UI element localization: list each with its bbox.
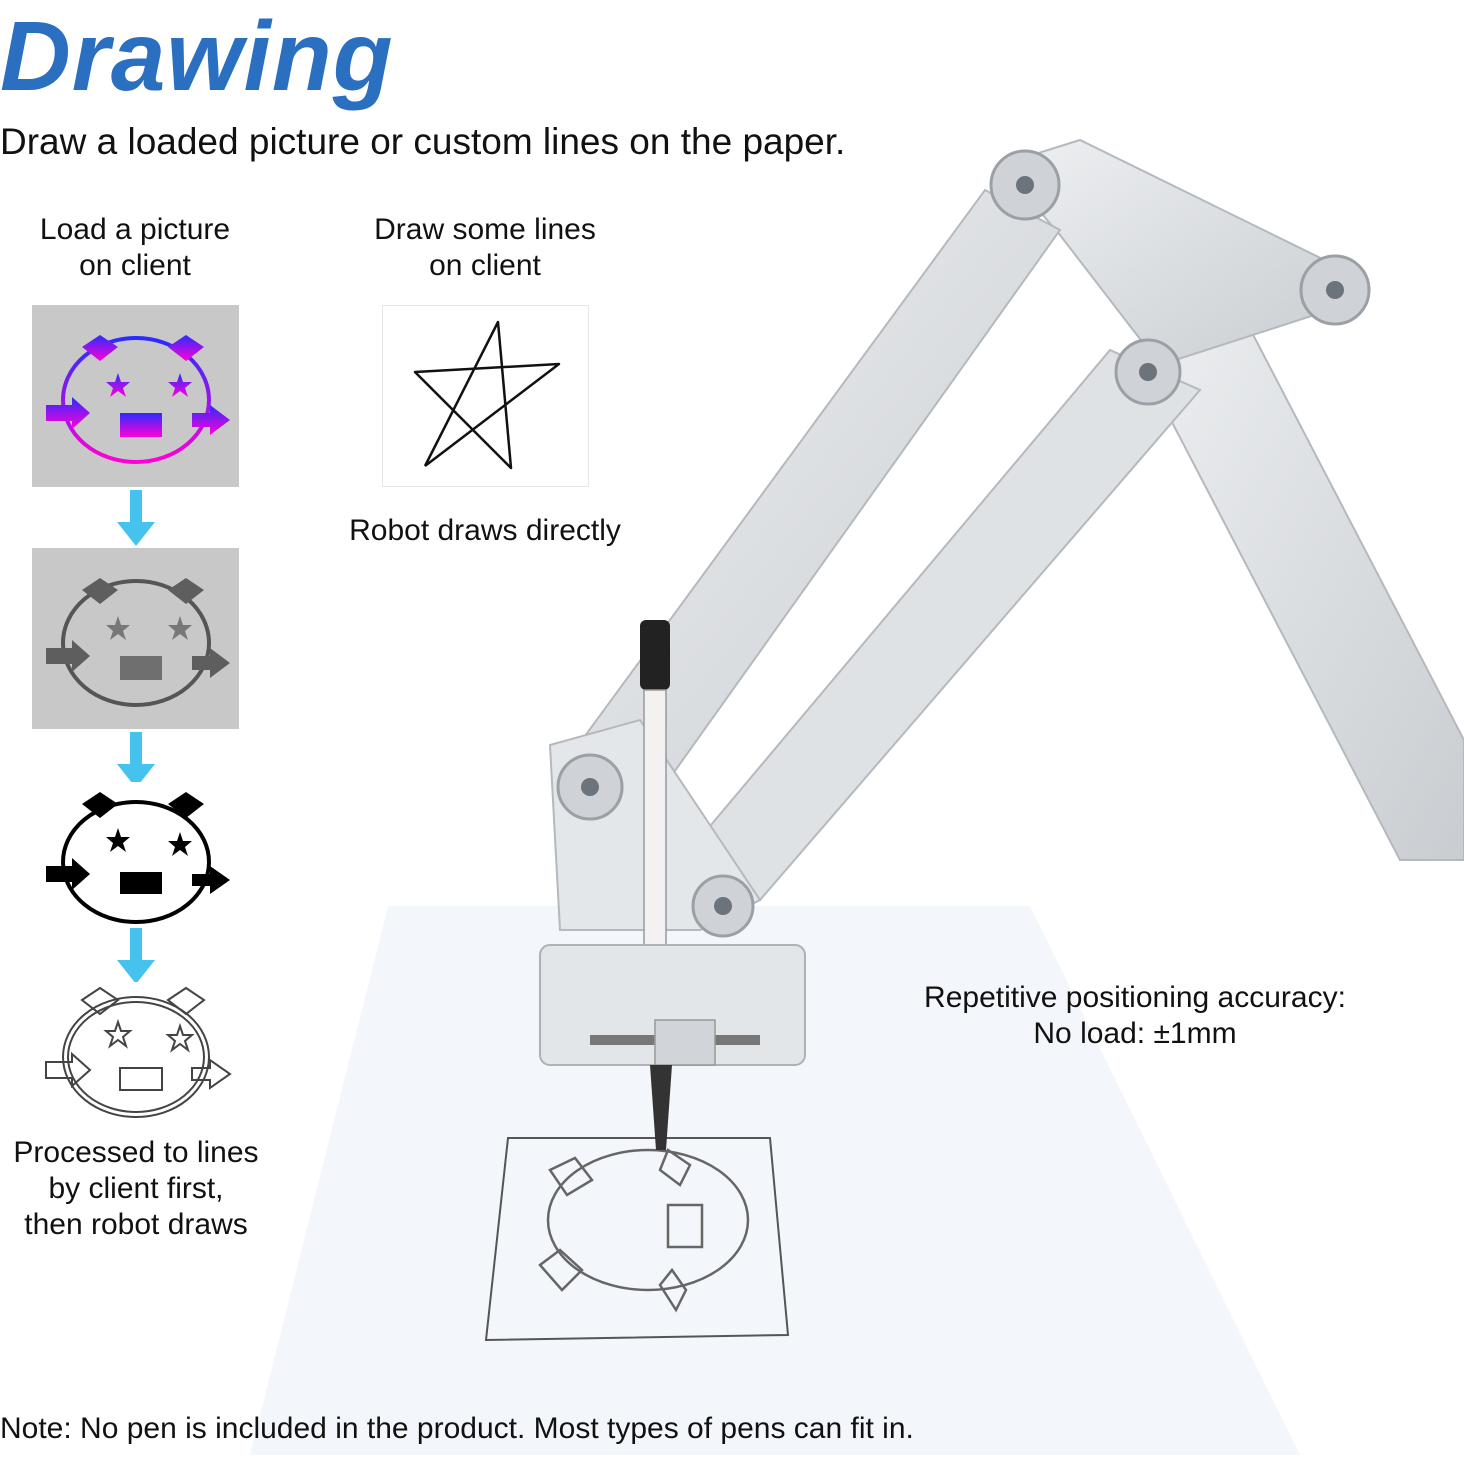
load-picture-caption-text: Load a picture on client — [39, 213, 231, 282]
drawn-face — [538, 1148, 750, 1313]
emoji-face-icon — [46, 792, 230, 924]
pen-note: Note: No pen is included in the product.… — [0, 1412, 914, 1445]
page-subtitle: Draw a loaded picture or custom lines on… — [0, 121, 846, 162]
color-face-panel — [32, 305, 239, 487]
emoji-face-icon — [45, 986, 232, 1118]
processed-caption: Processed to lines by client first, then… — [0, 1135, 272, 1243]
accuracy-spec-line1: Repetitive positioning accuracy: — [924, 981, 1346, 1014]
star-sketch-panel — [382, 305, 589, 487]
pen-body — [643, 689, 667, 951]
down-arrow-icon — [117, 490, 155, 546]
bw-face-panel — [32, 782, 239, 932]
grayscale-face-panel — [32, 548, 239, 729]
page-title: Drawing — [0, 1, 394, 111]
drawn-frame — [484, 1137, 790, 1342]
emoji-face-icon — [46, 578, 230, 707]
robot-draws-caption: Robot draws directly — [349, 514, 621, 547]
draw-lines-caption: Draw some lines on client — [340, 212, 630, 284]
pen-cap — [640, 620, 670, 690]
down-arrow-icon — [117, 928, 155, 984]
accuracy-spec-line2: No load: ±1mm — [1033, 1017, 1237, 1050]
processed-caption-text: Processed to lines by client first, then… — [13, 1136, 259, 1241]
draw-lines-caption-text: Draw some lines on client — [374, 213, 596, 282]
star-icon — [413, 320, 561, 470]
accuracy-spec: Repetitive positioning accuracy: No load… — [880, 980, 1390, 1052]
load-picture-caption: Load a picture on client — [10, 212, 260, 284]
pen-tip — [650, 1065, 672, 1150]
paper-sheet — [250, 906, 1300, 1455]
outline-face-panel — [32, 982, 239, 1127]
down-arrow-icon — [117, 732, 155, 788]
emoji-face-icon — [46, 335, 230, 464]
